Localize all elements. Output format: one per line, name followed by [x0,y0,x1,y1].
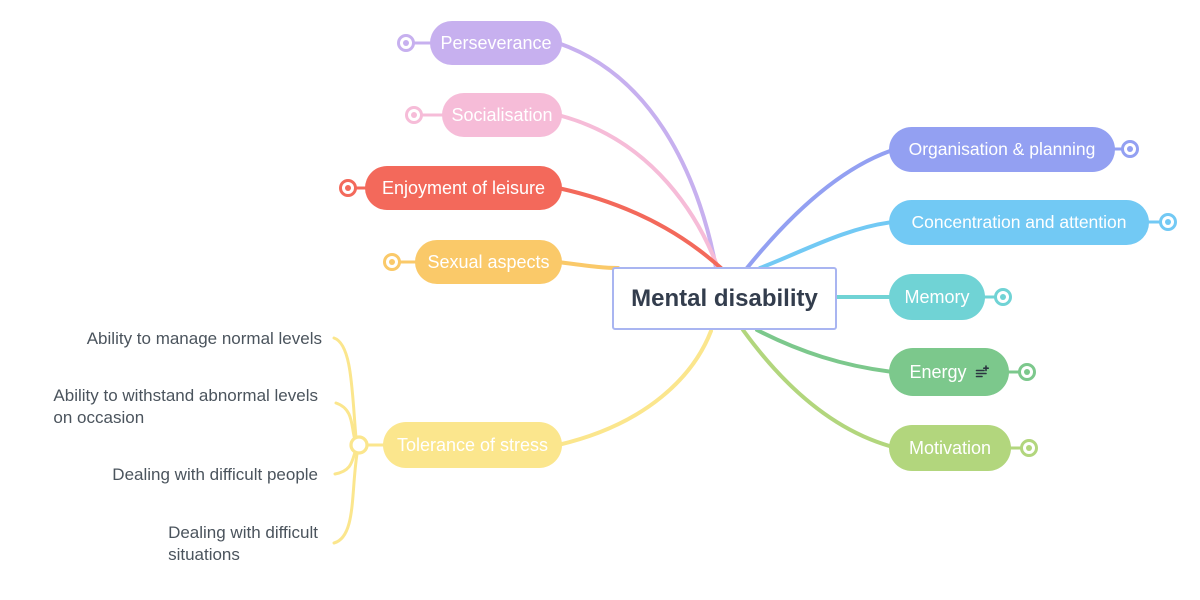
node-label: Energy [909,361,967,382]
node-enjoyment-of-leisure[interactable]: Enjoyment of leisure [365,166,562,210]
node-organisation-planning[interactable]: Organisation & planning [889,127,1115,172]
branch-line-perseverance [406,41,718,270]
node-label: Memory [904,286,970,307]
handle-perseverance[interactable] [397,34,415,52]
node-dealing-difficult-situations[interactable]: Dealing with difficult situations [168,523,318,564]
node-energy[interactable]: Energy [889,348,1009,396]
node-memory[interactable]: Memory [889,274,985,320]
node-tolerance-of-stress[interactable]: Tolerance of stress [383,422,562,468]
node-label: Perseverance [440,32,552,53]
handle-motivation[interactable] [1020,439,1038,457]
handle-energy[interactable] [1018,363,1036,381]
node-motivation[interactable]: Motivation [889,425,1011,471]
node-socialisation[interactable]: Socialisation [442,93,562,137]
node-perseverance[interactable]: Perseverance [430,21,562,65]
node-ability-withstand-abnormal-levels[interactable]: Ability to withstand abnormal levels on … [53,386,318,427]
handle-memory[interactable] [994,288,1012,306]
handle-sexual-aspects[interactable] [383,253,401,271]
node-label: Concentration and attention [911,212,1127,232]
node-label: Enjoyment of leisure [381,177,546,198]
node-label: Organisation & planning [908,139,1096,159]
root-node-mental-disability[interactable]: Mental disability [612,267,837,330]
handle-socialisation[interactable] [405,106,423,124]
node-ability-manage-normal-levels[interactable]: Ability to manage normal levels [86,329,322,348]
note-icon[interactable] [975,365,989,379]
handle-organisation-planning[interactable] [1121,140,1139,158]
node-concentration-attention[interactable]: Concentration and attention [889,200,1149,245]
handle-enjoyment-of-leisure[interactable] [339,179,357,197]
handle-concentration-attention[interactable] [1159,213,1177,231]
subbranch-lines-tolerance [332,336,359,545]
node-label: Sexual aspects [427,251,550,272]
root-node-label: Mental disability [631,284,818,312]
handle-tolerance-of-stress[interactable] [349,435,369,455]
node-sexual-aspects[interactable]: Sexual aspects [415,240,562,284]
node-label: Socialisation [451,104,553,125]
node-dealing-difficult-people[interactable]: Dealing with difficult people [112,465,318,484]
node-label: Motivation [908,437,992,458]
node-label: Tolerance of stress [396,434,549,455]
